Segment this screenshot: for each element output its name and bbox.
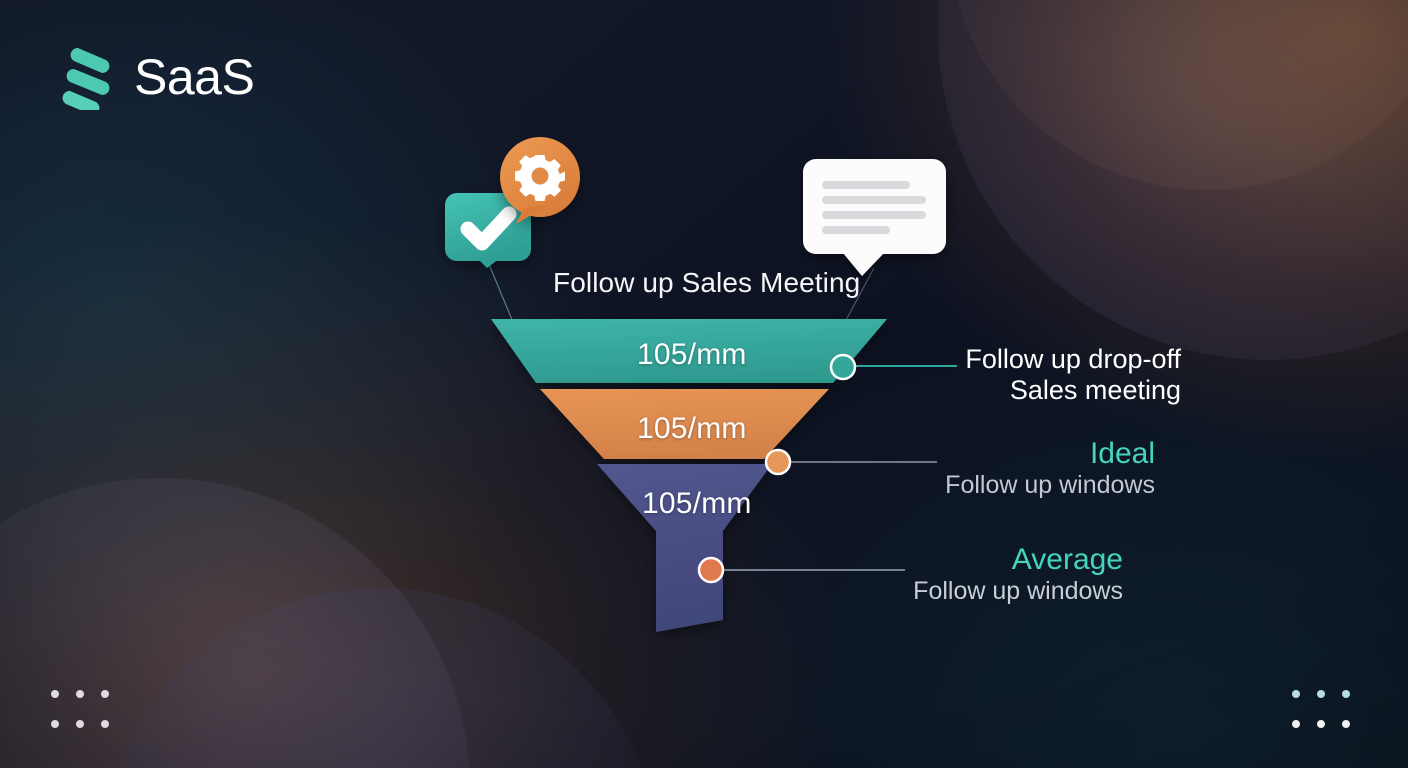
funnel-marker-2[interactable]: [764, 448, 792, 476]
dot: [1342, 690, 1350, 698]
dot: [1292, 690, 1300, 698]
callout-1-subtitle: Sales meeting: [1009, 374, 1181, 405]
funnel-stage-title: Follow up Sales Meeting: [553, 267, 861, 298]
decorative-dots-bottom-right: [1292, 690, 1350, 728]
dot: [76, 690, 84, 698]
dot: [101, 720, 109, 728]
callout-2-title: Ideal: [1089, 437, 1155, 470]
check-bubble-icon: [445, 193, 531, 268]
funnel-segment-value-1: 105/mm: [637, 338, 747, 371]
icon-leader-line-message: [844, 267, 875, 323]
message-bubble-icon: [803, 159, 946, 276]
funnel-segment-value-2: 105/mm: [637, 412, 747, 445]
funnel-segment-1: [491, 319, 887, 383]
funnel-segment-3: [597, 464, 772, 632]
funnel-segment-2: [540, 389, 829, 459]
dot: [76, 720, 84, 728]
brand-name: SaaS: [134, 49, 255, 105]
callout-1: Follow up drop-off Sales meeting: [965, 344, 1181, 405]
callout-3: Average Follow up windows: [913, 543, 1123, 606]
icon-leader-line-check: [487, 261, 514, 323]
funnel-marker-1[interactable]: [829, 353, 857, 381]
dot: [51, 720, 59, 728]
callout-2-subtitle: Follow up windows: [945, 470, 1155, 499]
dot: [1342, 720, 1350, 728]
gear-bubble-icon: [500, 137, 580, 224]
dot: [1317, 690, 1325, 698]
callout-2: Ideal Follow up windows: [945, 437, 1155, 500]
funnel-segment-value-3: 105/mm: [642, 487, 752, 520]
dot: [101, 690, 109, 698]
callout-3-title: Average: [1011, 543, 1123, 576]
callout-3-subtitle: Follow up windows: [913, 576, 1123, 605]
saas-bars-logo-icon: [62, 47, 110, 110]
dot: [1317, 720, 1325, 728]
callout-1-title: Follow up drop-off: [965, 344, 1181, 374]
decorative-dots-bottom-left: [51, 690, 109, 728]
dot: [1292, 720, 1300, 728]
dot: [51, 690, 59, 698]
brand-logo: SaaS: [56, 44, 255, 110]
funnel-marker-3[interactable]: [697, 556, 725, 584]
